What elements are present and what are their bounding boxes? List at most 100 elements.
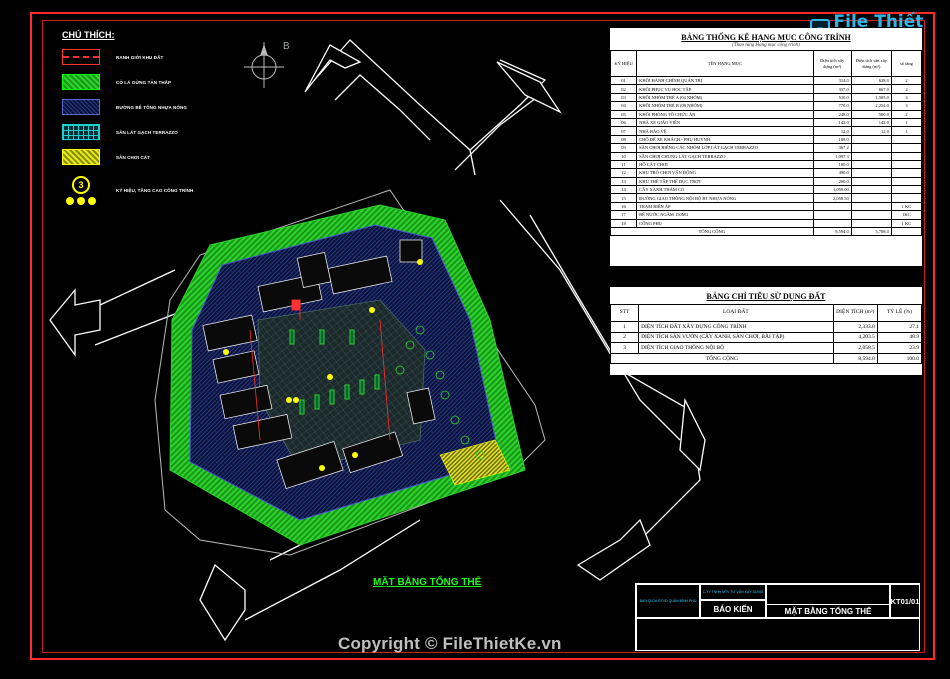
legend-label: KÝ HIỆU, TẦNG CAO CÔNG TRÌNH xyxy=(116,188,194,193)
table-cell: 500.0 xyxy=(850,109,892,119)
table-cell xyxy=(812,210,852,220)
table-cell: 05 xyxy=(609,109,638,119)
table-cell: KHỐI HÀNH CHÍNH QUẢN TRỊ xyxy=(636,75,814,86)
table-cell: 13 xyxy=(609,176,638,187)
table-cell: 1,097.3 xyxy=(812,151,852,161)
column-header: DIỆN TÍCH (m²) xyxy=(832,304,878,322)
drawing-border-outer xyxy=(30,12,935,660)
table-cell xyxy=(890,185,923,195)
table-cell: 08 xyxy=(609,134,638,145)
legend-title: CHÚ THÍCH: xyxy=(62,30,115,40)
table-cell: 108.0 xyxy=(812,134,852,145)
table-cell: 2,058.50 xyxy=(812,193,852,203)
table-cell: DIỆN TÍCH ĐẤT XÂY DỰNG CÔNG TRÌNH xyxy=(638,321,834,333)
title-block: BAN QLDA ĐTXD QUẬN BÌNH PHÚ C.TY TNHH MT… xyxy=(635,583,920,651)
table-cell: CỔNG PHỤ xyxy=(636,218,814,229)
legend-item-grass: CỎ LÁ GỪNG TẢN THẤP xyxy=(62,71,262,93)
table-cell: KHU TRÒ CHƠI VẬN ĐỘNG xyxy=(636,168,814,178)
table-cell: 03 xyxy=(609,92,638,103)
table-cell xyxy=(890,159,923,170)
table-cell: 3 xyxy=(609,342,640,354)
table-cell xyxy=(850,218,892,229)
table-cell: KHỐI NHÓM TRẺ B (09 NHÓM) xyxy=(636,101,814,111)
table-cell: KHỐI PHỤC VỤ HỌC TẬP xyxy=(636,84,814,94)
report-label: BÁO KIẾN xyxy=(700,600,766,618)
copyright-watermark: Copyright © FileThietKe.vn xyxy=(338,634,562,653)
owner-label: BAN QLDA ĐTXD QUẬN BÌNH PHÚ xyxy=(636,584,700,618)
table-cell xyxy=(890,151,923,161)
table-cell: 314.0 xyxy=(812,75,852,86)
table-cell: 142.0 xyxy=(850,117,892,128)
table-cell: 200.0 xyxy=(812,176,852,187)
table-cell: 1 xyxy=(609,321,640,333)
table-cell: DIỆN TÍCH GIAO THÔNG NỘI BỘ xyxy=(638,342,834,354)
table-cell: 04 xyxy=(609,101,638,111)
legend-label: SÂN CHƠI CÁT xyxy=(116,154,151,160)
table-cell: 8,594.0 xyxy=(812,227,852,237)
table-cell: 3 xyxy=(890,92,923,103)
table-cell: 100.0 xyxy=(876,352,923,365)
table-cell: 667.0 xyxy=(850,84,892,94)
sand-swatch xyxy=(62,149,100,165)
column-header: số tầng xyxy=(890,50,923,77)
table-cell: 15 xyxy=(609,193,638,203)
table-cell: 367.2 xyxy=(812,143,852,153)
table-cell: 5,708.0 xyxy=(850,227,892,237)
table-cell: 02 xyxy=(609,84,638,94)
building-statistics-table: BẢNG THỐNG KÊ HẠNG MỤC CÔNG TRÌNH (Thao … xyxy=(609,28,923,266)
table-cell: 1 KC xyxy=(890,218,923,229)
consultant-label: C.TY TNHH MTV TƯ VẤN XÂY DỰNG xyxy=(700,584,766,600)
table-cell: 770.0 xyxy=(812,101,852,111)
floor-dots-icon xyxy=(66,197,96,205)
table-subtitle: (Thao tùng Hạng mục công trình) xyxy=(732,43,800,48)
table-cell: 14 xyxy=(609,185,638,195)
table-cell: 2 xyxy=(890,109,923,119)
table-cell xyxy=(890,176,923,187)
table-cell: 490.0 xyxy=(812,168,852,178)
column-header: STT xyxy=(609,304,640,322)
table-cell xyxy=(890,143,923,153)
table-cell: 100.0 xyxy=(812,159,852,170)
table-cell: 12 xyxy=(609,168,638,178)
table-cell: NHÀ BẢO VỆ xyxy=(636,126,814,136)
table-cell xyxy=(850,185,892,195)
column-header: TÊN HẠNG MỤC xyxy=(636,50,814,77)
legend-item-sand: SÂN CHƠI CÁT xyxy=(62,146,262,168)
table-cell: TỔNG CỘNG xyxy=(610,227,814,237)
table-cell: KHỐI PHÒNG TỔ CHỨC ĂN xyxy=(636,109,814,119)
table-cell xyxy=(812,218,852,229)
table-cell: BỂ NƯỚC NGẦM 150M3 xyxy=(636,210,814,220)
legend-label: RANH GIỚI KHU ĐẤT xyxy=(116,54,164,60)
asphalt-swatch xyxy=(62,99,100,115)
table-cell xyxy=(850,210,892,220)
table-cell: TỔNG CỘNG xyxy=(610,352,834,365)
table-cell: 2,058.5 xyxy=(832,342,878,354)
table-cell: 48.9 xyxy=(876,331,923,344)
table-cell xyxy=(890,227,923,237)
table-cell: TRẠM BIẾN ÁP xyxy=(636,201,814,212)
table-cell: SÂN CHƠI CHUNG LÁT GẠCH TERRAZZO xyxy=(636,151,814,161)
table-cell: 2 xyxy=(890,84,923,94)
table-cell: 16 xyxy=(609,201,638,212)
column-header: TỶ LỆ (%) xyxy=(876,304,923,322)
table-cell xyxy=(890,193,923,203)
table-cell: CÂY XANH THẢM CỎ xyxy=(636,185,814,195)
table-cell: 27.1 xyxy=(876,321,923,333)
legend-item-boundary: RANH GIỚI KHU ĐẤT xyxy=(62,46,262,68)
table-cell xyxy=(850,168,892,178)
